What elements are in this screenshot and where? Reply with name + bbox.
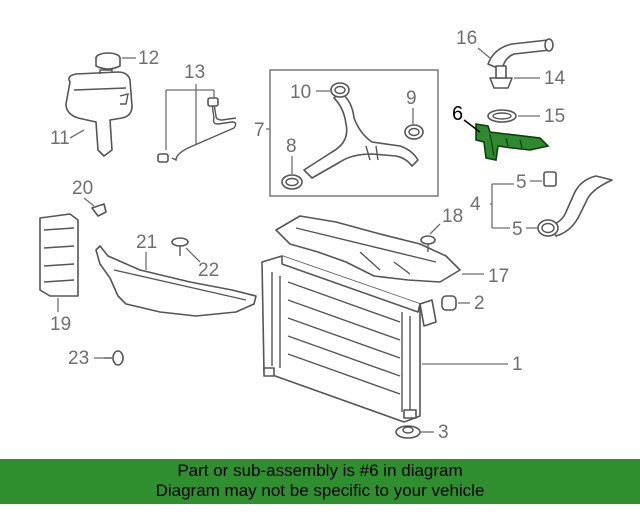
part-21-lower-baffle[interactable] (95, 245, 257, 317)
callout-20: 20 (72, 178, 93, 199)
part-5-hose-clamp-upper[interactable] (543, 171, 557, 187)
info-banner: Part or sub-assembly is #6 in diagram Di… (0, 459, 640, 504)
callout-5-b: 5 (512, 219, 523, 240)
part-12-reservoir-cap[interactable] (95, 52, 121, 70)
callout-23: 23 (68, 348, 89, 369)
leader-13 (165, 84, 215, 150)
part-17-upper-shield[interactable] (275, 215, 461, 283)
part-11-coolant-reservoir[interactable] (65, 69, 133, 157)
part-1-radiator[interactable] (261, 255, 437, 423)
callout-17: 17 (488, 266, 509, 287)
callout-14: 14 (544, 68, 566, 89)
part-2-insulator[interactable] (441, 295, 457, 311)
callout-12: 12 (138, 48, 159, 69)
leader-11 (69, 129, 85, 139)
callout-15: 15 (544, 106, 565, 127)
callout-19: 19 (50, 314, 71, 335)
callout-5-a: 5 (516, 172, 527, 193)
part-5-hose-clamp-lower[interactable] (537, 219, 559, 237)
part-9-hose-clamp[interactable] (404, 124, 424, 140)
leader-22 (185, 247, 201, 263)
part-4-lower-hose[interactable] (549, 175, 613, 237)
callout-6: 6 (452, 103, 463, 125)
banner-line-1: Part or sub-assembly is #6 in diagram (177, 461, 463, 480)
part-7-radiator-hose[interactable] (303, 91, 419, 179)
leader-6 (463, 119, 481, 133)
leader-18 (429, 223, 441, 235)
leader-4 (490, 183, 514, 229)
callout-13: 13 (184, 62, 205, 83)
part-20-push-pin[interactable] (91, 203, 107, 217)
part-22-push-pin[interactable] (171, 237, 189, 256)
leader-20 (83, 197, 95, 207)
part-13-reservoir-hose[interactable] (157, 97, 237, 163)
callout-2: 2 (474, 293, 485, 314)
part-10-hose-clamp[interactable] (330, 82, 350, 98)
callout-11: 11 (50, 128, 70, 149)
callout-1: 1 (512, 354, 523, 375)
callout-7: 7 (254, 120, 265, 141)
callout-16: 16 (456, 28, 477, 49)
callout-8: 8 (286, 136, 297, 157)
part-15-gasket[interactable] (487, 109, 517, 123)
callout-22: 22 (198, 260, 219, 281)
callout-10: 10 (290, 82, 311, 103)
part-16-water-outlet[interactable] (487, 38, 554, 71)
part-8-hose-clamp[interactable] (281, 174, 303, 190)
part-19-side-baffle[interactable] (39, 213, 79, 297)
part-18-push-pin[interactable] (420, 235, 436, 252)
callout-21: 21 (136, 232, 157, 253)
part-14-thermostat[interactable] (489, 65, 513, 89)
callout-4: 4 (470, 194, 481, 215)
callout-3: 3 (438, 422, 449, 443)
callout-9: 9 (406, 88, 417, 109)
banner-line-2: Diagram may not be specific to your vehi… (155, 481, 485, 500)
leader-16 (477, 47, 491, 59)
part-3-lower-insulator[interactable] (395, 425, 421, 439)
callout-18: 18 (442, 206, 463, 227)
part-6-bracket-highlighted[interactable] (475, 123, 550, 161)
